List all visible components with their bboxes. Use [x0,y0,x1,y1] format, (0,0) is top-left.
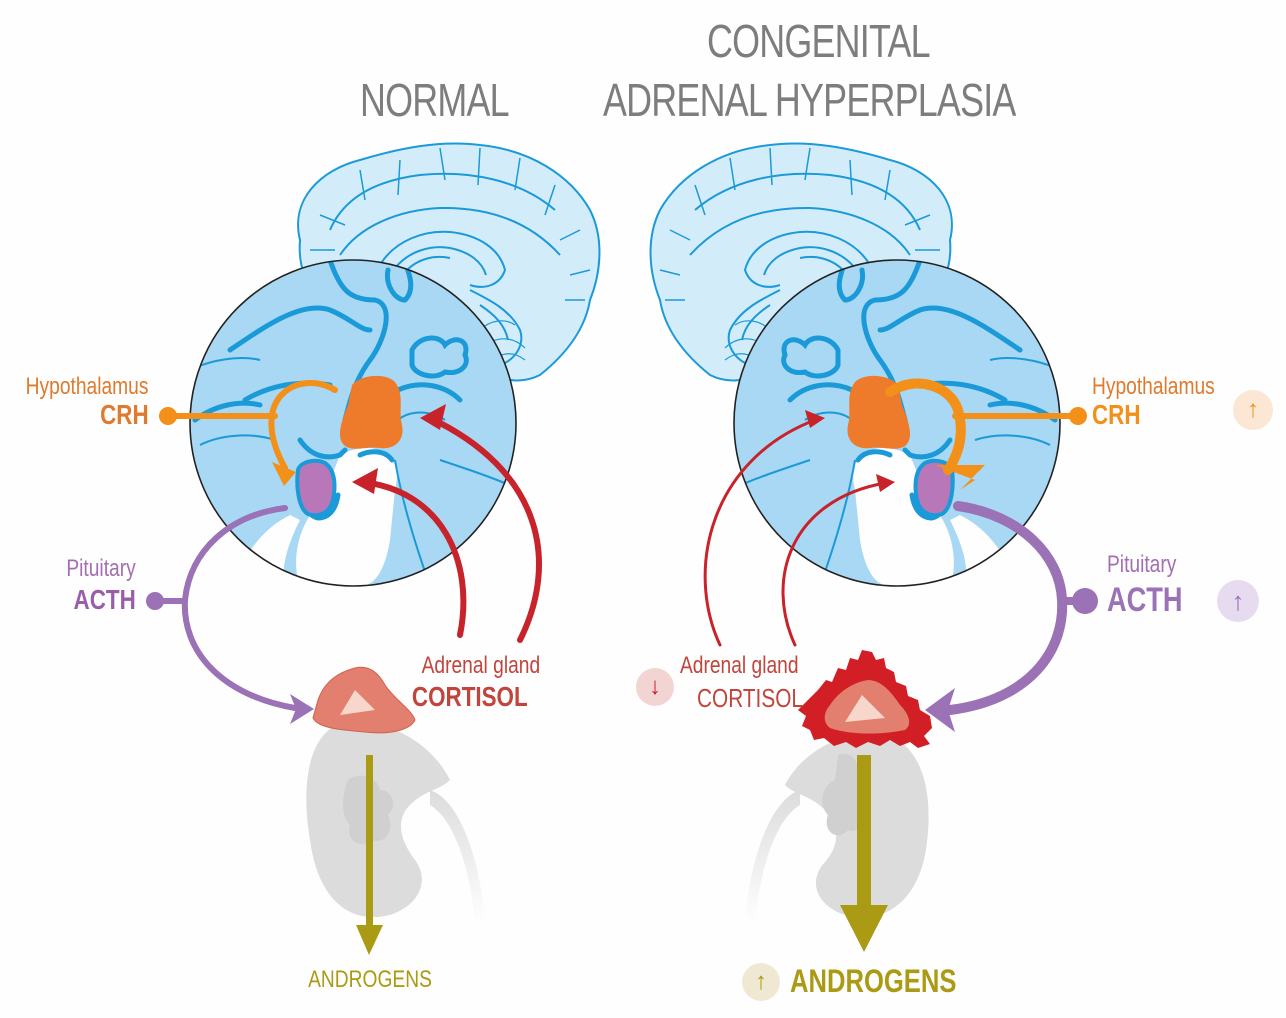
adrenal-label-left: Adrenal gland [421,652,541,679]
adrenal-gland-left [312,666,416,734]
hypothalamus-zoom-circle-right [733,259,1061,587]
normal-panel [146,142,601,955]
crh-node-right [1069,407,1087,425]
androgens-label-left: ANDROGENS [308,966,432,993]
crh-arrow-right [885,378,1081,475]
androgens-increase-badge: ↑ [742,963,780,1001]
cortisol-feedback-right [703,418,887,647]
acth-node-right [1072,588,1098,614]
acth-arrowhead-right [925,688,955,732]
adrenal-gland-right [798,650,932,748]
crh-label-right: CRH [1092,399,1141,430]
cortisol-label-left: CORTISOL [412,681,528,712]
pituitary-label-left: Pituitary [66,555,136,582]
adrenal-label-right: Adrenal gland [680,652,799,679]
kidney-right [745,733,929,922]
crh-arrowhead-right [935,465,985,490]
cortisol-label-right: CORTISOL [697,683,803,713]
pituitary-left [295,458,337,518]
kidney-left [306,721,485,922]
arrow-down-icon: ↓ [649,673,661,700]
brain-sagittal-right [649,142,953,382]
hypothalamus-left [339,375,403,449]
crh-increase-badge: ↑ [1233,390,1273,430]
androgens-arrow-left [356,755,383,955]
acth-label-right: ACTH [1107,581,1183,619]
androgens-label-right: ANDROGENS [790,963,957,999]
acth-arrowhead-left [290,694,314,724]
arrow-up-icon: ↑ [1247,396,1259,423]
crh-arrow-left [165,379,338,471]
crh-arrowhead-left [272,462,296,486]
arrow-up-icon: ↑ [1231,585,1245,616]
pituitary-label-right: Pituitary [1107,551,1177,578]
title-normal: NORMAL [360,74,510,126]
acth-increase-badge: ↑ [1217,580,1259,622]
cortisol-feedback-left [359,415,542,643]
arrow-up-icon: ↑ [755,968,767,995]
cah-panel [649,142,1098,952]
acth-node-left [146,592,164,610]
title-cah-line2: ADRENAL HYPERPLASIA [603,74,1016,126]
hypothalamus-label-right: Hypothalamus [1092,373,1215,400]
androgens-arrow-right [840,755,888,952]
crh-label-left: CRH [100,399,149,430]
hypothalamus-label-left: Hypothalamus [25,373,148,400]
cortisol-decrease-badge: ↓ [636,668,674,706]
crh-node-left [159,407,177,425]
acth-label-left: ACTH [73,584,136,615]
title-cah-line1: CONGENITAL [707,15,931,67]
hypothalamus-zoom-circle-left [189,259,517,587]
